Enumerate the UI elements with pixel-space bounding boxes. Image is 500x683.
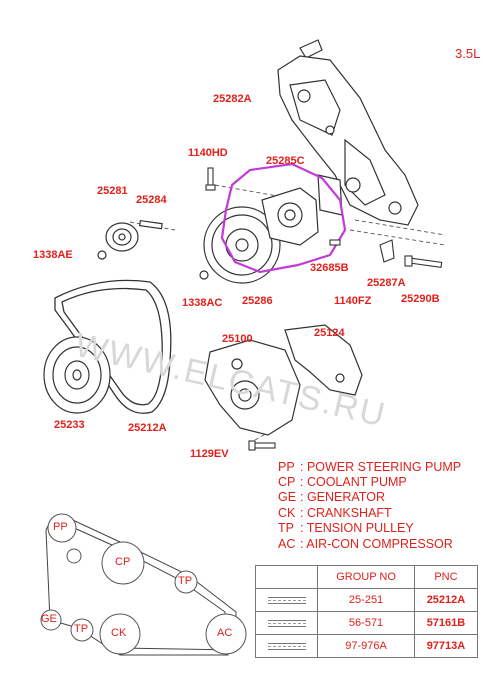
part-25212A[interactable]: 25212A [128,422,167,434]
legend-item: TP: TENSION PULLEY [278,521,414,535]
belt-pulleys [40,513,247,655]
table-header: PNC [413,565,479,589]
water-pump [204,324,363,436]
bolts [205,167,443,451]
belt-icon [254,588,319,612]
table-header: GROUP NO [317,565,415,589]
part-25233[interactable]: 25233 [54,419,85,431]
legend-item: AC: AIR-CON COMPRESSOR [278,537,453,551]
part-25287A[interactable]: 25287A [367,277,406,289]
coolant-pump-pulley [203,187,319,284]
table-row[interactable]: 97-976A 97713A [254,634,479,658]
pulley-label-tp: TP [74,623,89,635]
part-1129EV[interactable]: 1129EV [190,448,229,460]
mounting-bracket [277,39,419,226]
part-25286[interactable]: 25286 [242,295,273,307]
part-25281[interactable]: 25281 [97,185,128,197]
part-25100[interactable]: 25100 [222,333,253,345]
legend-item: CK: CRANKSHAFT [278,506,392,520]
group-no-cell: 56-571 [317,611,415,635]
part-25285C[interactable]: 25285C [266,155,305,167]
pulley-label-ac: AC [217,627,233,639]
part-25284[interactable]: 25284 [136,194,167,206]
fan-clutch [43,336,111,414]
pnc-cell[interactable]: 25212A [413,588,479,612]
part-1338AC[interactable]: 1338AC [182,297,223,309]
belt-icon [254,634,319,658]
part-25124[interactable]: 25124 [314,327,345,339]
pulley-label-pp: PP [53,521,68,533]
belt-icon [254,611,319,635]
pulley-label-ge: GE [41,613,57,625]
legend-item: CP: COOLANT PUMP [278,475,407,489]
table-row[interactable]: 25-251 25212A [254,588,479,612]
table-header-row: GROUP NO PNC [254,565,479,589]
group-pnc-table: GROUP NO PNC 25-251 25212A 56-571 57161B… [254,565,479,658]
pulley-label-cp: CP [115,556,131,568]
tension-pulley [97,219,209,280]
table-header [254,565,319,589]
part-32685B[interactable]: 32685B [310,262,349,274]
table-row[interactable]: 56-571 57161B [254,611,479,635]
part-1140HD[interactable]: 1140HD [188,147,228,159]
group-no-cell: 97-976A [317,634,415,658]
legend-item: GE: GENERATOR [278,490,385,504]
part-1338AE[interactable]: 1338AE [33,249,73,261]
legend-item: PP: POWER STEERING PUMP [278,460,462,474]
part-25290B[interactable]: 25290B [401,293,440,305]
pulley-label-tp: TP [178,575,193,587]
group-no-cell: 25-251 [317,588,415,612]
part-25282A[interactable]: 25282A [213,93,252,105]
pnc-cell[interactable]: 97713A [413,634,479,658]
pulley-label-ck: CK [111,627,127,639]
highlight-outline [220,162,347,274]
part-1140FZ[interactable]: 1140FZ [334,295,372,307]
engine-label: 3.5L [455,46,481,61]
pnc-cell[interactable]: 57161B [413,611,479,635]
